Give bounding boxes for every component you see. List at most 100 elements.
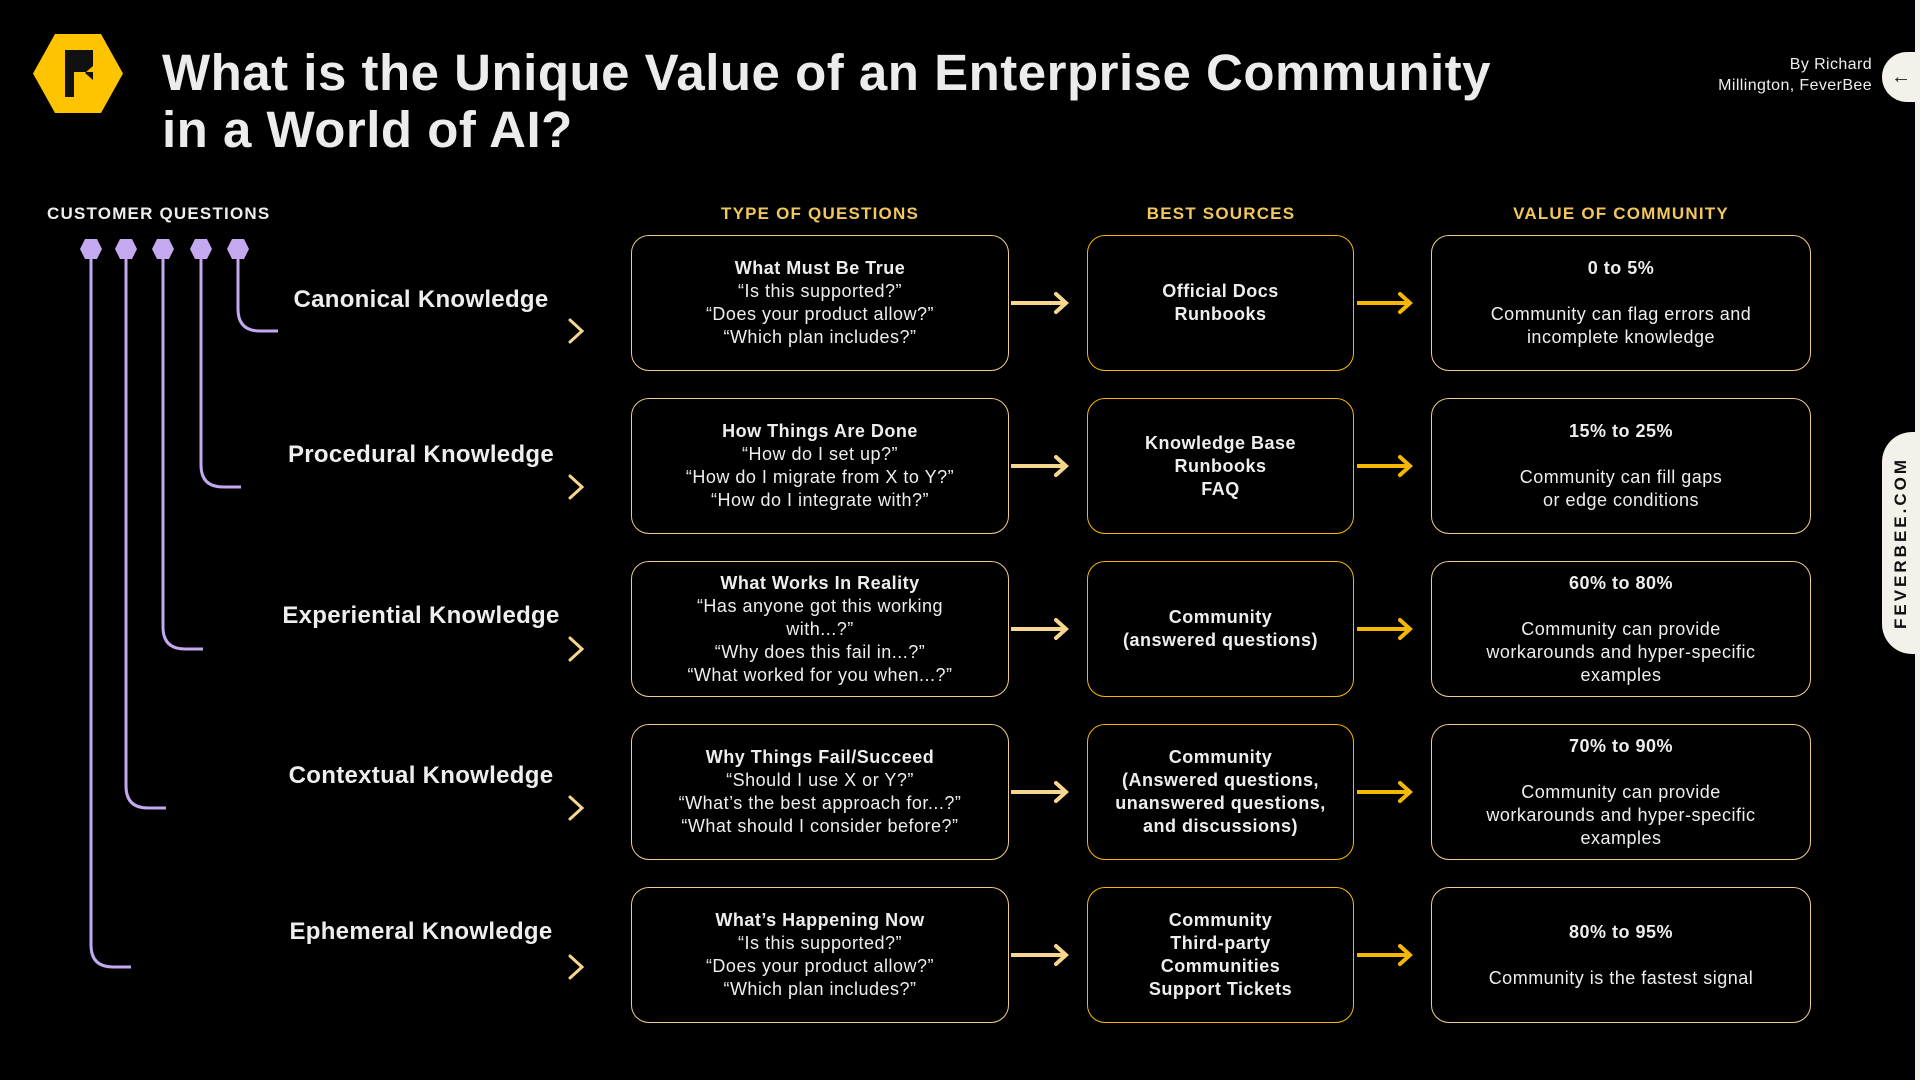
example-question: “How do I integrate with?”	[710, 490, 930, 510]
value-description: workarounds and hyper-specific	[1486, 641, 1756, 662]
back-arrow-button[interactable]: ←	[1882, 52, 1920, 102]
author-credit: By Richard Millington, FeverBee	[1718, 54, 1872, 96]
source-item: unanswered questions,	[1115, 793, 1326, 813]
best-sources-box: Community (Answered questions, unanswered …	[1087, 724, 1354, 860]
value-range: 70% to 90%	[1568, 735, 1674, 756]
value-description: examples	[1580, 664, 1662, 685]
source-item: Community	[1168, 607, 1273, 627]
value-range: 80% to 95%	[1568, 921, 1674, 942]
community-value-box: 80% to 95% Community is the fastest signa…	[1431, 887, 1811, 1023]
header-best-sources: BEST SOURCES	[1146, 204, 1296, 223]
arrow-right-icon	[1054, 292, 1069, 314]
hexagon-node-icon	[227, 239, 249, 259]
arrow-right-icon	[1398, 455, 1413, 477]
example-question: “Has anyone got this working	[696, 595, 944, 616]
source-item: Communities	[1160, 956, 1281, 976]
connector-line	[89, 252, 131, 969]
source-item: Runbooks	[1174, 304, 1267, 324]
header-value-of-community: VALUE OF COMMUNITY	[1513, 204, 1729, 223]
knowledge-label: Procedural Knowledge	[287, 441, 555, 468]
type-of-question-box: How Things Are Done “How do I set up?” “Ho…	[631, 398, 1009, 534]
community-value-box: 0 to 5% Community can flag errors and inco…	[1431, 235, 1811, 371]
arrow-head-icon	[568, 636, 585, 662]
example-question: “Does your product allow?”	[705, 304, 935, 324]
knowledge-label: Canonical Knowledge	[293, 286, 549, 313]
arrow-head-icon	[568, 795, 585, 821]
source-item: Knowledge Base	[1144, 432, 1297, 453]
connector-line	[124, 252, 166, 810]
arrow-head-icon	[568, 474, 585, 500]
hexagon-node-icon	[152, 239, 174, 259]
arrow-right-icon	[1398, 944, 1413, 966]
source-item: Official Docs	[1162, 281, 1279, 301]
author-line-1: By Richard	[1789, 56, 1872, 73]
site-tab[interactable]: FEVERBEE.COM	[1882, 432, 1920, 654]
value-description: examples	[1580, 827, 1662, 848]
knowledge-label: Contextual Knowledge	[288, 762, 554, 789]
header-type-of-questions: TYPE OF QUESTIONS	[721, 204, 919, 223]
type-of-question-box: What Must Be True “Is this supported?” “Do…	[631, 235, 1009, 371]
source-item: Community	[1168, 747, 1273, 767]
example-question: “Is this supported?”	[737, 281, 903, 301]
example-question: “Does your product allow?”	[705, 956, 935, 976]
type-title: What’s Happening Now	[715, 910, 925, 930]
example-question: “Which plan includes?”	[723, 979, 917, 999]
value-description: Community can flag errors and	[1490, 304, 1752, 324]
example-question: “Why does this fail in...?”	[714, 641, 926, 662]
source-item: and discussions)	[1142, 816, 1299, 836]
source-item: (answered questions)	[1122, 630, 1319, 650]
example-question: “Should I use X or Y?”	[726, 770, 914, 790]
source-item: Community	[1168, 910, 1273, 930]
value-description: Community can provide	[1521, 781, 1721, 802]
example-question: “What should I consider before?”	[681, 816, 959, 836]
hexagon-node-icon	[115, 239, 137, 259]
value-range: 0 to 5%	[1587, 258, 1655, 278]
value-range: 15% to 25%	[1568, 421, 1674, 441]
value-range: 60% to 80%	[1568, 572, 1674, 593]
value-description: workarounds and hyper-specific	[1486, 804, 1756, 825]
example-question: “What’s the best approach for...?”	[678, 793, 962, 813]
example-question: “Is this supported?”	[737, 933, 903, 953]
example-question: “How do I set up?”	[741, 444, 899, 464]
type-title: What Must Be True	[734, 258, 906, 278]
feverbee-logo	[33, 34, 123, 113]
example-question: “What worked for you when...?”	[687, 664, 953, 685]
arrow-right-icon	[1054, 618, 1069, 640]
page-title: What is the Unique Value of an Enterpris…	[162, 44, 1491, 158]
arrow-right-icon	[1398, 781, 1413, 803]
type-title: How Things Are Done	[722, 421, 918, 441]
best-sources-box: Community (answered questions)	[1087, 561, 1354, 697]
knowledge-label: Experiential Knowledge	[282, 602, 560, 629]
title-line-2: in a World of AI?	[162, 101, 573, 158]
value-description: Community can fill gaps	[1519, 467, 1723, 487]
type-of-question-box: What’s Happening Now “Is this supported?”…	[631, 887, 1009, 1023]
hexagon-node-icon	[190, 239, 212, 259]
arrow-right-icon	[1054, 455, 1069, 477]
type-title: What Works In Reality	[720, 572, 920, 593]
source-item: Third-party	[1170, 933, 1271, 953]
value-description: Community can provide	[1521, 618, 1721, 639]
connector-line	[161, 252, 203, 651]
title-line-1: What is the Unique Value of an Enterpris…	[162, 44, 1492, 101]
knowledge-label: Ephemeral Knowledge	[289, 918, 553, 945]
value-description: Community is the fastest signal	[1488, 967, 1754, 988]
arrow-left-icon: ←	[1891, 65, 1911, 88]
source-item: Runbooks	[1174, 455, 1267, 476]
type-of-question-box: Why Things Fail/Succeed “Should I use X o…	[631, 724, 1009, 860]
source-item: Support Tickets	[1148, 979, 1293, 999]
header-customer-questions: CUSTOMER QUESTIONS	[47, 204, 271, 223]
value-description: incomplete knowledge	[1526, 327, 1716, 347]
type-title: Why Things Fail/Succeed	[705, 747, 935, 767]
arrow-right-icon	[1398, 292, 1413, 314]
arrow-head-icon	[568, 318, 585, 344]
value-description: or edge conditions	[1542, 490, 1700, 510]
source-item: (Answered questions,	[1121, 770, 1320, 790]
arrow-right-icon	[1054, 781, 1069, 803]
arrow-right-icon	[1054, 944, 1069, 966]
